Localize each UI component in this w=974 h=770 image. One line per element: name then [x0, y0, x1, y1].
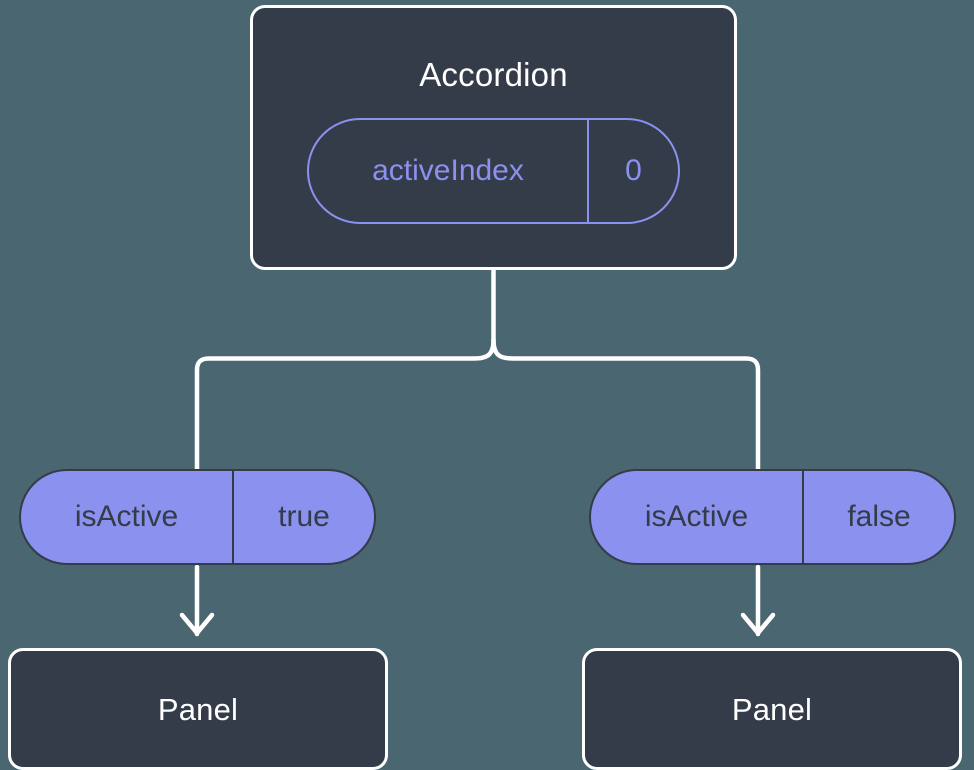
- node-panel-right-title: Panel: [731, 691, 813, 727]
- branch-right-connector: [491, 337, 761, 473]
- prop-pill-is-active-false[interactable]: isActive false: [589, 469, 956, 565]
- branch-left-connector: [194, 337, 496, 473]
- node-panel-left[interactable]: Panel: [8, 648, 388, 770]
- prop-pill-active-index-value: 0: [587, 120, 678, 222]
- node-panel-left-title: Panel: [157, 691, 239, 727]
- prop-pill-is-active-true-key: isActive: [74, 500, 179, 533]
- prop-pill-is-active-false-key: isActive: [644, 500, 749, 533]
- arrow-right-head: [740, 612, 776, 636]
- prop-pill-is-active-false-value: false: [802, 471, 954, 563]
- node-panel-right[interactable]: Panel: [582, 648, 962, 770]
- prop-pill-is-active-true[interactable]: isActive true: [19, 469, 376, 565]
- arrow-left-head: [179, 612, 215, 636]
- prop-pill-active-index[interactable]: activeIndex 0: [307, 118, 680, 224]
- prop-pill-is-active-true-value: true: [232, 471, 374, 563]
- node-accordion-title: Accordion: [419, 56, 568, 93]
- prop-pill-active-index-key: activeIndex: [372, 154, 524, 187]
